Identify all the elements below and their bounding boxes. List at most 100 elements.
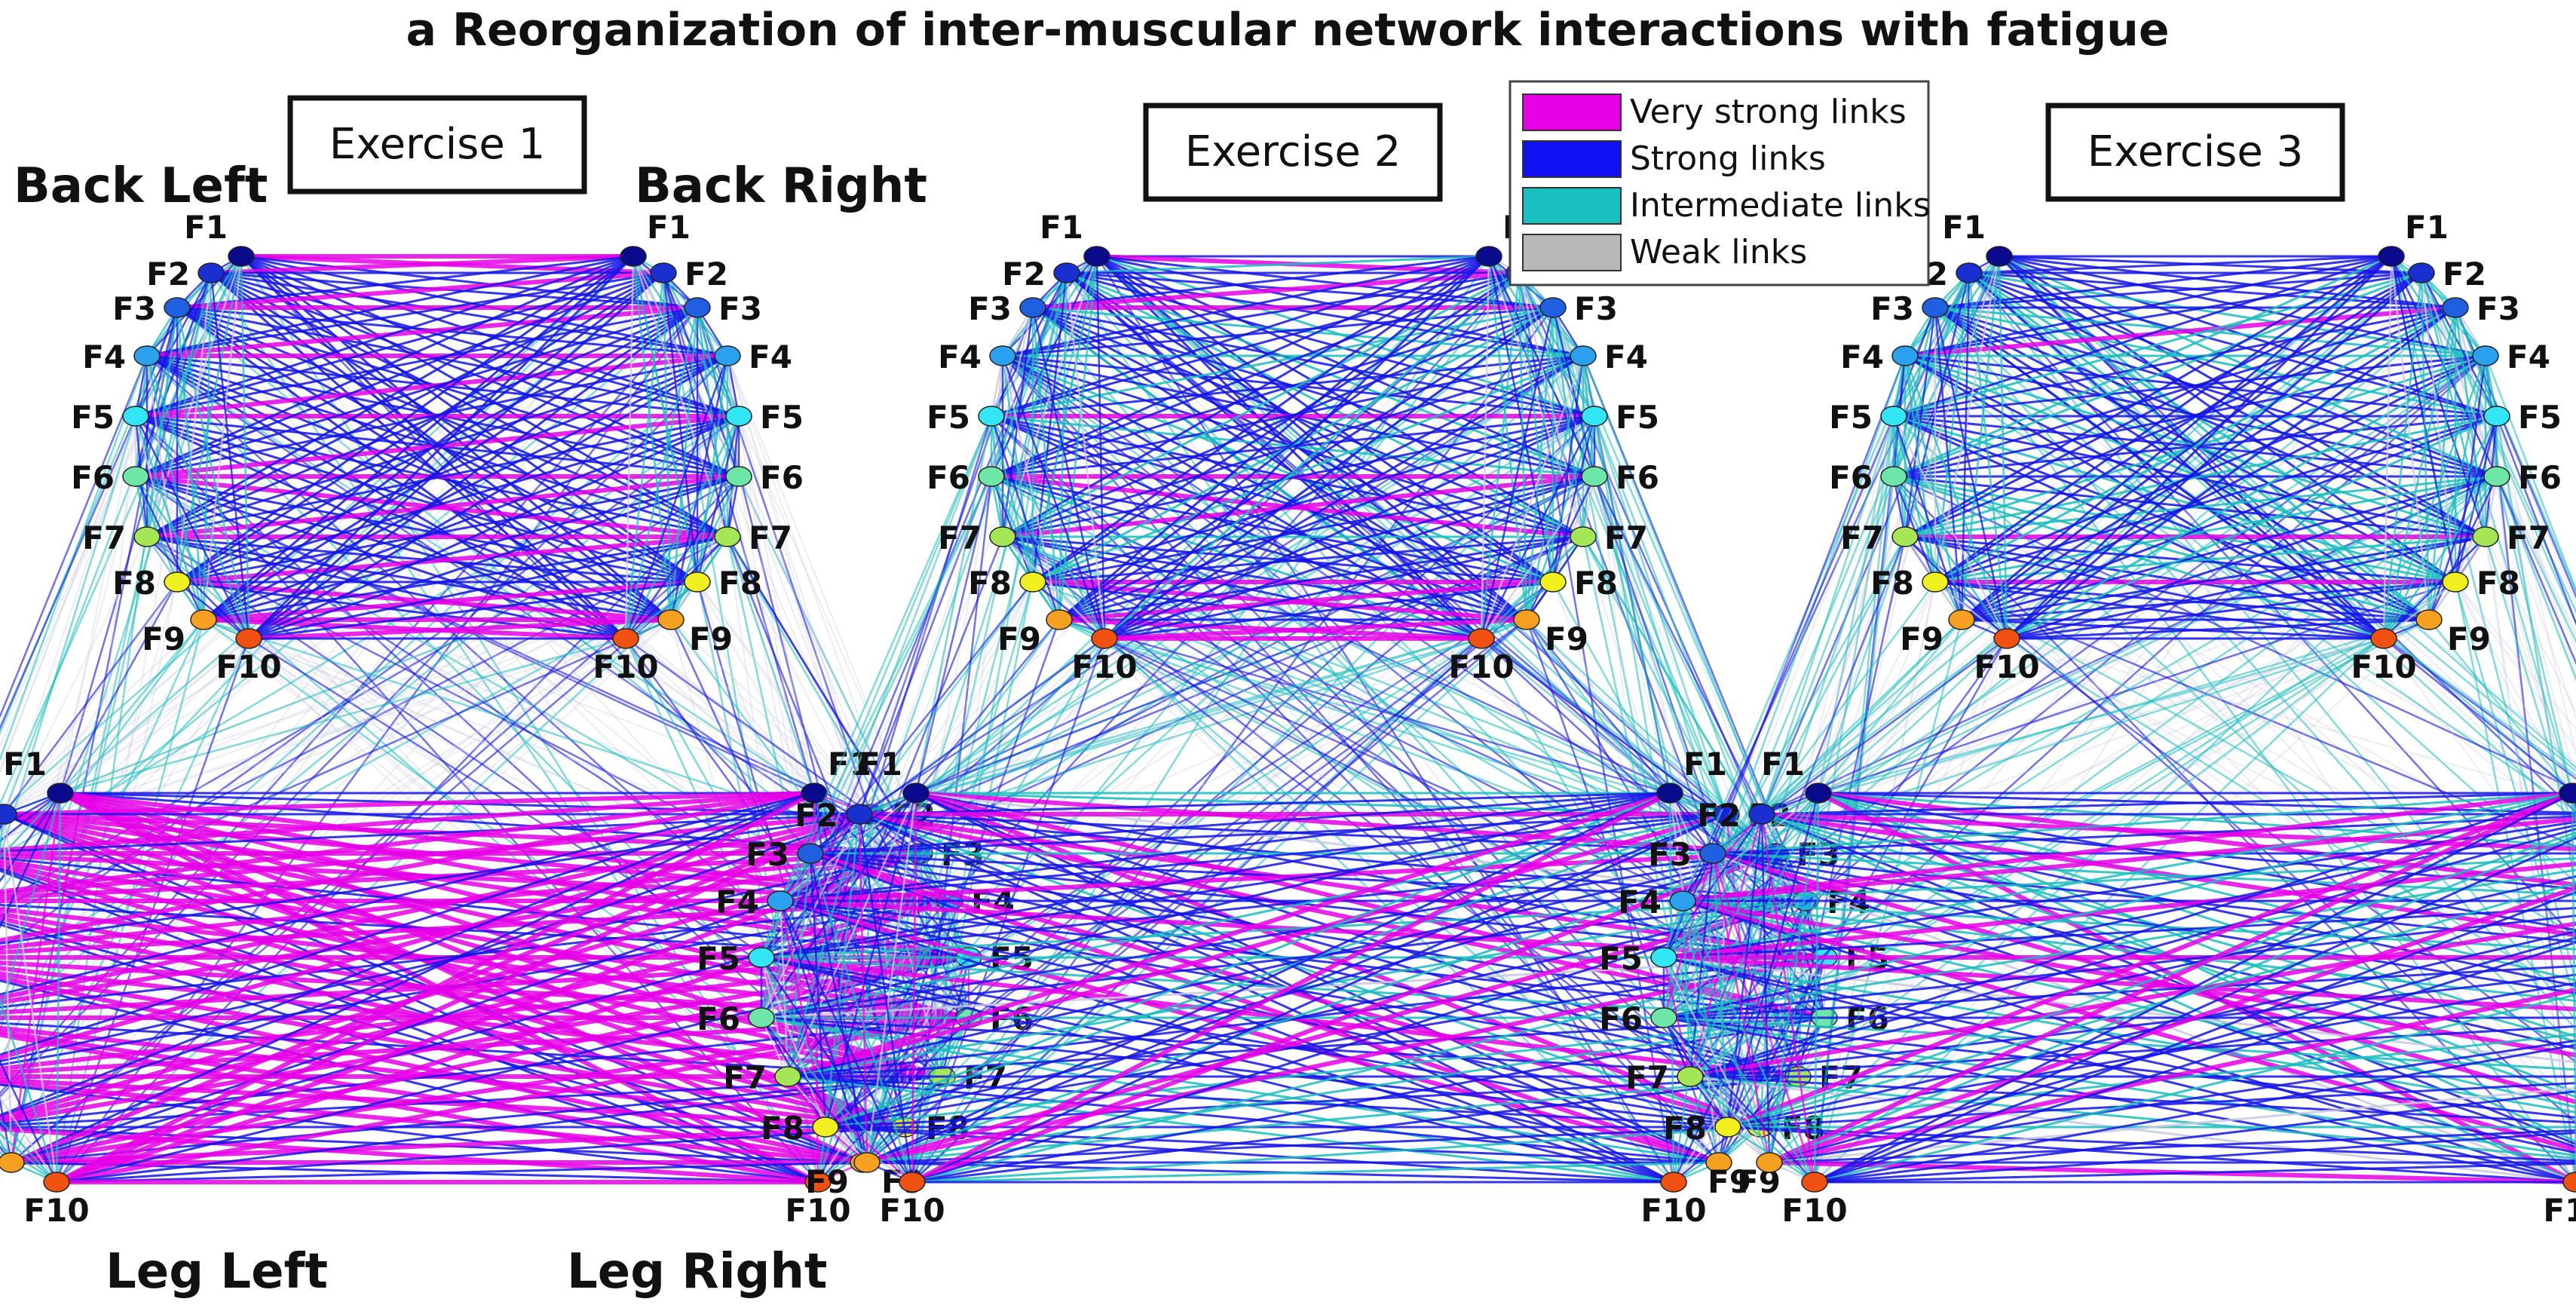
muscle-node [1801,1172,1828,1193]
network-link [0,792,62,843]
network-link [1103,475,1596,640]
network-link [910,791,1672,1184]
network-link [824,956,1826,1129]
network-link [2454,415,2498,584]
network-link [176,580,627,640]
muscle-node [2483,406,2510,427]
exercise-title: Exercise 3 [2087,127,2303,176]
exercise-title: Exercise 2 [1185,127,1401,176]
network-link [786,812,1729,1079]
muscle-node [235,628,262,649]
legend-swatch [1522,187,1622,225]
muscle-node [1019,297,1046,318]
muscle-node [725,466,752,487]
network-link [0,792,62,859]
network-link [760,899,1807,1019]
network-link [786,1075,914,1184]
network-link [2390,255,2457,584]
network-link [176,255,635,309]
network-link [1668,792,1675,1184]
network-link [761,476,992,1019]
network-link [1031,580,1483,640]
network-link [210,271,699,584]
network-link [0,792,62,1020]
network-link [670,619,815,794]
node-label: F5 [760,399,804,436]
network-link [669,354,729,621]
network-link [0,812,873,1060]
network-link [1662,820,2576,959]
network-link [10,899,951,1164]
network-link [2382,306,2457,640]
network-link [1768,475,2498,1164]
network-link [1487,255,1585,538]
network-link [0,792,62,883]
network-link [1551,580,1671,795]
network-link [1767,987,2576,1165]
network-link [990,271,1068,418]
network-link [1103,637,1728,816]
network-link [624,535,729,640]
node-label: F1 [1040,209,1083,246]
network-link [1593,475,1728,816]
node-label: F10 [1071,648,1137,685]
network-link [202,306,699,621]
network-link [1480,255,1490,640]
network-link [786,1016,1826,1078]
network-link [1760,792,2574,816]
node-label: F6 [1599,1000,1643,1037]
node-label: F10 [879,1192,945,1229]
muscle-node [164,297,191,318]
muscle-node [0,804,17,825]
network-link [779,899,827,1129]
muscle-node [1053,262,1080,283]
network-link [247,255,635,640]
network-link [624,255,635,640]
network-link [247,580,699,640]
muscle-node [767,890,794,911]
muscle-node [1714,1117,1741,1138]
muscle-node [1677,1066,1704,1087]
network-link [1760,475,2498,816]
network-link [1593,475,1800,1078]
network-link [202,255,243,621]
network-link [632,255,672,621]
label-leg-right: Leg Right [567,1244,827,1300]
network-link [1711,792,2574,855]
muscle-node [2415,609,2443,630]
muscle-node [1880,466,1907,487]
network-link [2382,475,2498,640]
network-link [2005,535,2487,640]
network-link [1662,792,2574,959]
muscle-node [978,406,1005,427]
network-link [779,415,993,902]
network-link [1001,255,1490,357]
exercise-title-box [2045,103,2345,202]
network-link [2484,535,2576,842]
network-link [1681,899,1729,1129]
node-label: F7 [938,519,982,556]
network-link [1892,475,2385,640]
muscle-node [612,628,639,649]
network-link [824,813,861,1129]
network-link [1001,535,1483,640]
muscle-node [198,262,225,283]
network-link [1518,271,1554,584]
muscle-node [1880,406,1907,427]
network-link [1960,271,2423,621]
network-link [1662,1016,1771,1164]
node-label: F4 [1604,338,1648,375]
node-label: F1 [647,209,691,246]
network-link [134,271,213,418]
network-link [1662,956,1816,1184]
network-link [1058,618,1671,795]
network-link [1001,271,1068,538]
muscle-node [2370,628,2397,649]
muscle-node [1650,1007,1677,1028]
node-label: F6 [927,459,970,496]
network-link [1892,415,1937,584]
network-link [1662,1016,1816,1184]
network-link [1968,271,2576,773]
network-link [1001,255,1490,538]
muscle-node [797,843,824,864]
